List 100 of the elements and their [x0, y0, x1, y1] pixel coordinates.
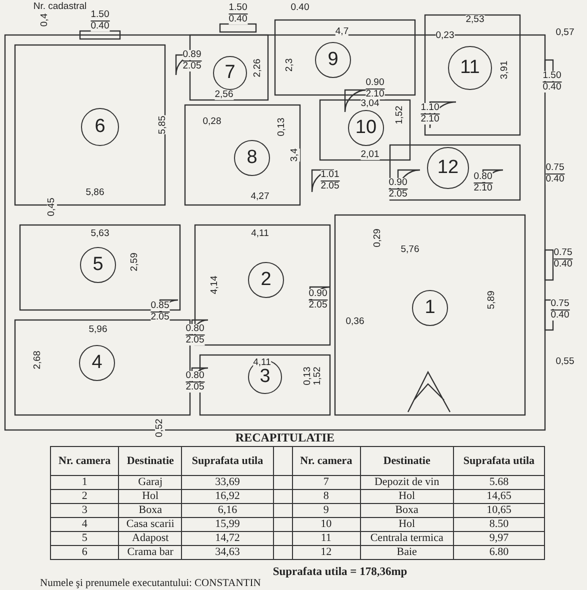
table-cell: Centrala termica: [360, 532, 454, 546]
dimension-label: 1.01: [320, 170, 340, 180]
table-cell: Boxa: [360, 504, 454, 518]
dimension-label: Nr. cadastral: [33, 2, 87, 12]
dimension-label: 3,04: [360, 99, 380, 109]
dimension-label: 2,68: [33, 350, 43, 370]
room-number: 6: [81, 108, 119, 146]
dimension-label: 0,57: [556, 28, 574, 38]
table-cell: 34,63: [182, 546, 274, 560]
table-cell: Hol: [118, 490, 182, 504]
table-cell: 3: [50, 504, 119, 518]
table-cell: 14,65: [453, 490, 544, 504]
dimension-label: 0,52: [155, 418, 165, 438]
room-number: 9: [315, 42, 351, 78]
dimension-label: 2,01: [360, 150, 380, 160]
room-number: 5: [80, 247, 116, 283]
room-number: 4: [79, 345, 115, 381]
dimension-label: 0.80: [474, 172, 492, 182]
table-cell: Crama bar: [118, 546, 182, 560]
table-cell: 6,16: [182, 504, 274, 518]
table-cell: 9: [292, 504, 360, 518]
table-cell: 14,72: [182, 532, 274, 546]
table-cell: 7: [292, 476, 360, 490]
dimension-label: 3,91: [500, 60, 510, 80]
room-number: 12: [427, 147, 469, 189]
table-cell: 8.50: [453, 518, 544, 532]
table-cell: 12: [292, 546, 360, 560]
dimension-label: 0.80: [186, 324, 204, 334]
dimension-label: 2.05: [150, 312, 170, 322]
dimension-label: 0.40: [542, 82, 562, 92]
dimension-label: 2,53: [466, 15, 484, 25]
dimension-label: 2.05: [308, 300, 328, 310]
table-cell: 15,99: [182, 518, 274, 532]
dimension-label: 4,11: [253, 358, 271, 368]
dimension-label: 0.90: [308, 289, 328, 299]
dimension-label: 0.40: [290, 3, 310, 13]
room-number: 8: [234, 140, 270, 176]
table-cell: Casa scarii: [118, 518, 182, 532]
dimension-label: 0.40: [554, 258, 572, 270]
table-title: RECAPITULATIE: [235, 430, 335, 446]
table-cell: Hol: [360, 490, 454, 504]
table-cell: 5.68: [453, 476, 544, 490]
dimension-label: 1,52: [395, 106, 405, 124]
dimension-label: 0,23: [436, 31, 454, 41]
table-cell: 2: [50, 490, 119, 504]
dimension-label: 2,26: [253, 58, 263, 78]
dimension-label: 2.10: [474, 182, 492, 194]
column-header: Nr. camera: [292, 446, 360, 476]
dimension-label: 0,13: [303, 366, 313, 386]
table-cell: Hol: [360, 518, 454, 532]
column-header: Nr. camera: [50, 446, 119, 476]
author-text: Numele şi prenumele executantului: CONSTANTIN: [40, 578, 261, 589]
dimension-label: 2.05: [320, 180, 340, 192]
dimension-label: 5,86: [86, 188, 104, 198]
dimension-label: 2,59: [130, 252, 140, 272]
dimension-label: 0.75: [550, 299, 570, 309]
dimension-label: 1.10: [420, 103, 440, 113]
dimension-label: 0,4: [40, 13, 50, 27]
dimension-label: 4,27: [250, 192, 270, 202]
dimension-label: 0.75: [546, 163, 564, 173]
dimension-label: 2.10: [420, 114, 440, 124]
room-number: 11: [448, 46, 492, 90]
dimension-label: 4,11: [251, 229, 269, 239]
dimension-label: 2.05: [186, 382, 204, 392]
dimension-label: 1,52: [313, 366, 323, 386]
dimension-label: 3,4: [290, 148, 300, 162]
dimension-label: 2.05: [388, 188, 408, 200]
dimension-label: 5,76: [400, 245, 420, 255]
table-cell: 11: [292, 532, 360, 546]
dimension-label: 0,13: [277, 118, 287, 136]
column-header: Suprafata utila: [182, 446, 274, 476]
dimension-label: 0,28: [202, 117, 222, 127]
dimension-label: 0.40: [546, 174, 564, 184]
table-cell: Adapost: [118, 532, 182, 546]
dimension-label: 2,56: [214, 90, 234, 100]
dimension-label: 4,7: [335, 27, 349, 37]
dimension-label: 0,45: [47, 198, 57, 216]
dimension-label: 0,36: [346, 317, 364, 327]
dimension-label: 0,55: [556, 357, 574, 367]
dimension-label: 0.89: [182, 50, 202, 60]
column-header: Destinatie: [360, 446, 454, 476]
dimension-label: 0.40: [550, 310, 570, 320]
dimension-label: 1.50: [542, 71, 562, 81]
total-area-text: Suprafata utila = 178,36mp: [272, 566, 408, 578]
table-cell: 8: [292, 490, 360, 504]
dimension-label: 0.40: [228, 14, 248, 24]
dimension-label: 2.10: [366, 88, 384, 100]
dimension-label: 5,85: [158, 116, 168, 134]
table-cell: 4: [50, 518, 119, 532]
column-header: Destinatie: [118, 446, 182, 476]
room-number: 1: [412, 290, 448, 326]
dimension-label: 0.80: [186, 371, 204, 381]
table-cell: Boxa: [118, 504, 182, 518]
dimension-label: 0,29: [373, 228, 383, 248]
dimension-label: 4,14: [210, 276, 220, 294]
table-cell: 1: [50, 476, 119, 490]
table-cell: 10: [292, 518, 360, 532]
table-cell: 33,69: [182, 476, 274, 490]
dimension-label: 2,3: [285, 58, 295, 72]
dimension-label: 0.40: [90, 20, 110, 32]
